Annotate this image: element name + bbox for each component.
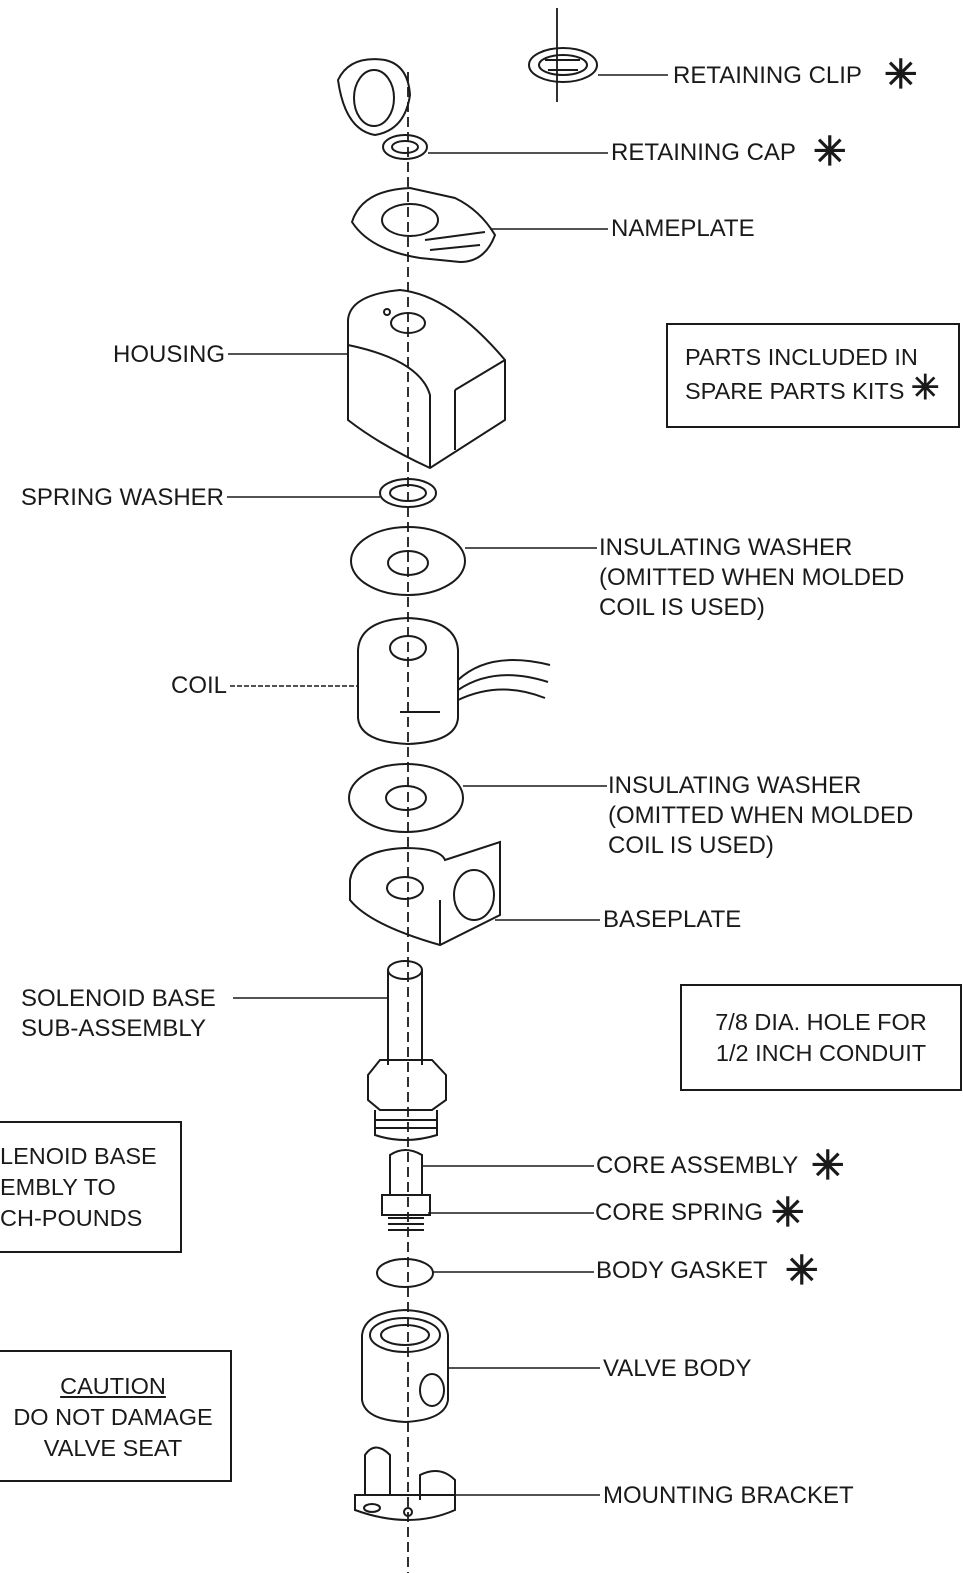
- body-gasket-label: BODY GASKET: [596, 1257, 768, 1284]
- insulating-washer-2-label: INSULATING WASHER (OMITTED WHEN MOLDED C…: [608, 771, 913, 861]
- solenoid-base-line: SOLENOID BASE: [21, 985, 216, 1012]
- spare-parts-note-text: SPARE PARTS KITS: [685, 378, 905, 404]
- spare-parts-note-box: PARTS INCLUDED IN SPARE PARTS KITS ✳: [666, 323, 960, 428]
- nameplate-part: [352, 188, 495, 262]
- mounting-bracket-part: [355, 1448, 455, 1521]
- mounting-bracket-label: MOUNTING BRACKET: [603, 1482, 854, 1509]
- baseplate-label: BASEPLATE: [603, 906, 742, 933]
- coil-label: COIL: [170, 672, 227, 699]
- asterisk-icon: ✳: [884, 53, 918, 97]
- insulating-washer-2-part: [349, 764, 463, 832]
- torque-note-line: CH-POUNDS: [0, 1205, 143, 1231]
- asterisk-icon: ✳: [771, 1191, 805, 1235]
- insulating-washer-2-note: (OMITTED WHEN MOLDED: [608, 802, 914, 829]
- core-assembly-part: [382, 1150, 430, 1230]
- insulating-washer-1-label: INSULATING WASHER (OMITTED WHEN MOLDED C…: [599, 533, 904, 623]
- body-gasket-part: [377, 1259, 433, 1287]
- spare-parts-note-line: SPARE PARTS KITS ✳: [685, 371, 958, 407]
- housing-label: HOUSING: [112, 341, 225, 368]
- asterisk-icon: ✳: [813, 130, 847, 174]
- insulating-washer-1-note: (OMITTED WHEN MOLDED: [599, 564, 905, 591]
- baseplate-part: [350, 842, 500, 945]
- valve-body-part: [362, 1310, 448, 1422]
- asterisk-icon: ✳: [785, 1249, 819, 1293]
- insulating-washer-1-part: [351, 527, 465, 595]
- spring-washer-label: SPRING WASHER: [20, 484, 224, 511]
- insulating-washer-1-note: COIL IS USED): [599, 594, 765, 621]
- solenoid-base-label: SOLENOID BASE SUB-ASSEMBLY: [21, 984, 216, 1044]
- conduit-note-line: 7/8 DIA. HOLE FOR: [715, 1009, 927, 1035]
- insulating-washer-1-line: INSULATING WASHER: [599, 534, 853, 561]
- spring-washer-part: [380, 479, 436, 507]
- retaining-clip-part: [529, 48, 597, 82]
- solenoid-base-part: [368, 961, 446, 1140]
- conduit-note-box: 7/8 DIA. HOLE FOR 1/2 INCH CONDUIT: [680, 984, 962, 1091]
- caution-note-box: CAUTION DO NOT DAMAGE VALVE SEAT: [0, 1350, 232, 1482]
- spare-parts-note-line: PARTS INCLUDED IN: [685, 344, 918, 370]
- asterisk-icon: ✳: [811, 1144, 845, 1188]
- caution-note-line: VALVE SEAT: [43, 1435, 183, 1461]
- insulating-washer-2-note: COIL IS USED): [608, 832, 774, 859]
- torque-note-line: EMBLY TO: [0, 1174, 116, 1200]
- housing-part: [348, 290, 505, 468]
- retaining-cap-label: RETAINING CAP: [611, 139, 796, 166]
- nameplate-label: NAMEPLATE: [611, 215, 755, 242]
- valve-body-label: VALVE BODY: [603, 1355, 752, 1382]
- core-spring-label: CORE SPRING: [595, 1199, 764, 1226]
- conduit-note-line: 1/2 INCH CONDUIT: [715, 1040, 927, 1066]
- insulating-washer-2-line: INSULATING WASHER: [608, 772, 862, 799]
- core-assembly-label: CORE ASSEMBLY: [596, 1152, 799, 1179]
- asterisk-icon: ✳: [910, 369, 940, 407]
- torque-note-line: LENOID BASE: [0, 1143, 157, 1169]
- torque-note-box: LENOID BASE EMBLY TO CH-POUNDS: [0, 1121, 182, 1253]
- caution-note-line: DO NOT DAMAGE: [13, 1404, 213, 1430]
- caution-heading: CAUTION: [60, 1373, 166, 1399]
- solenoid-base-line: SUB-ASSEMBLY: [21, 1015, 206, 1042]
- retaining-clip-label: RETAINING CLIP: [673, 62, 862, 89]
- coil-part: [358, 618, 550, 744]
- retaining-cap-part: [338, 59, 427, 159]
